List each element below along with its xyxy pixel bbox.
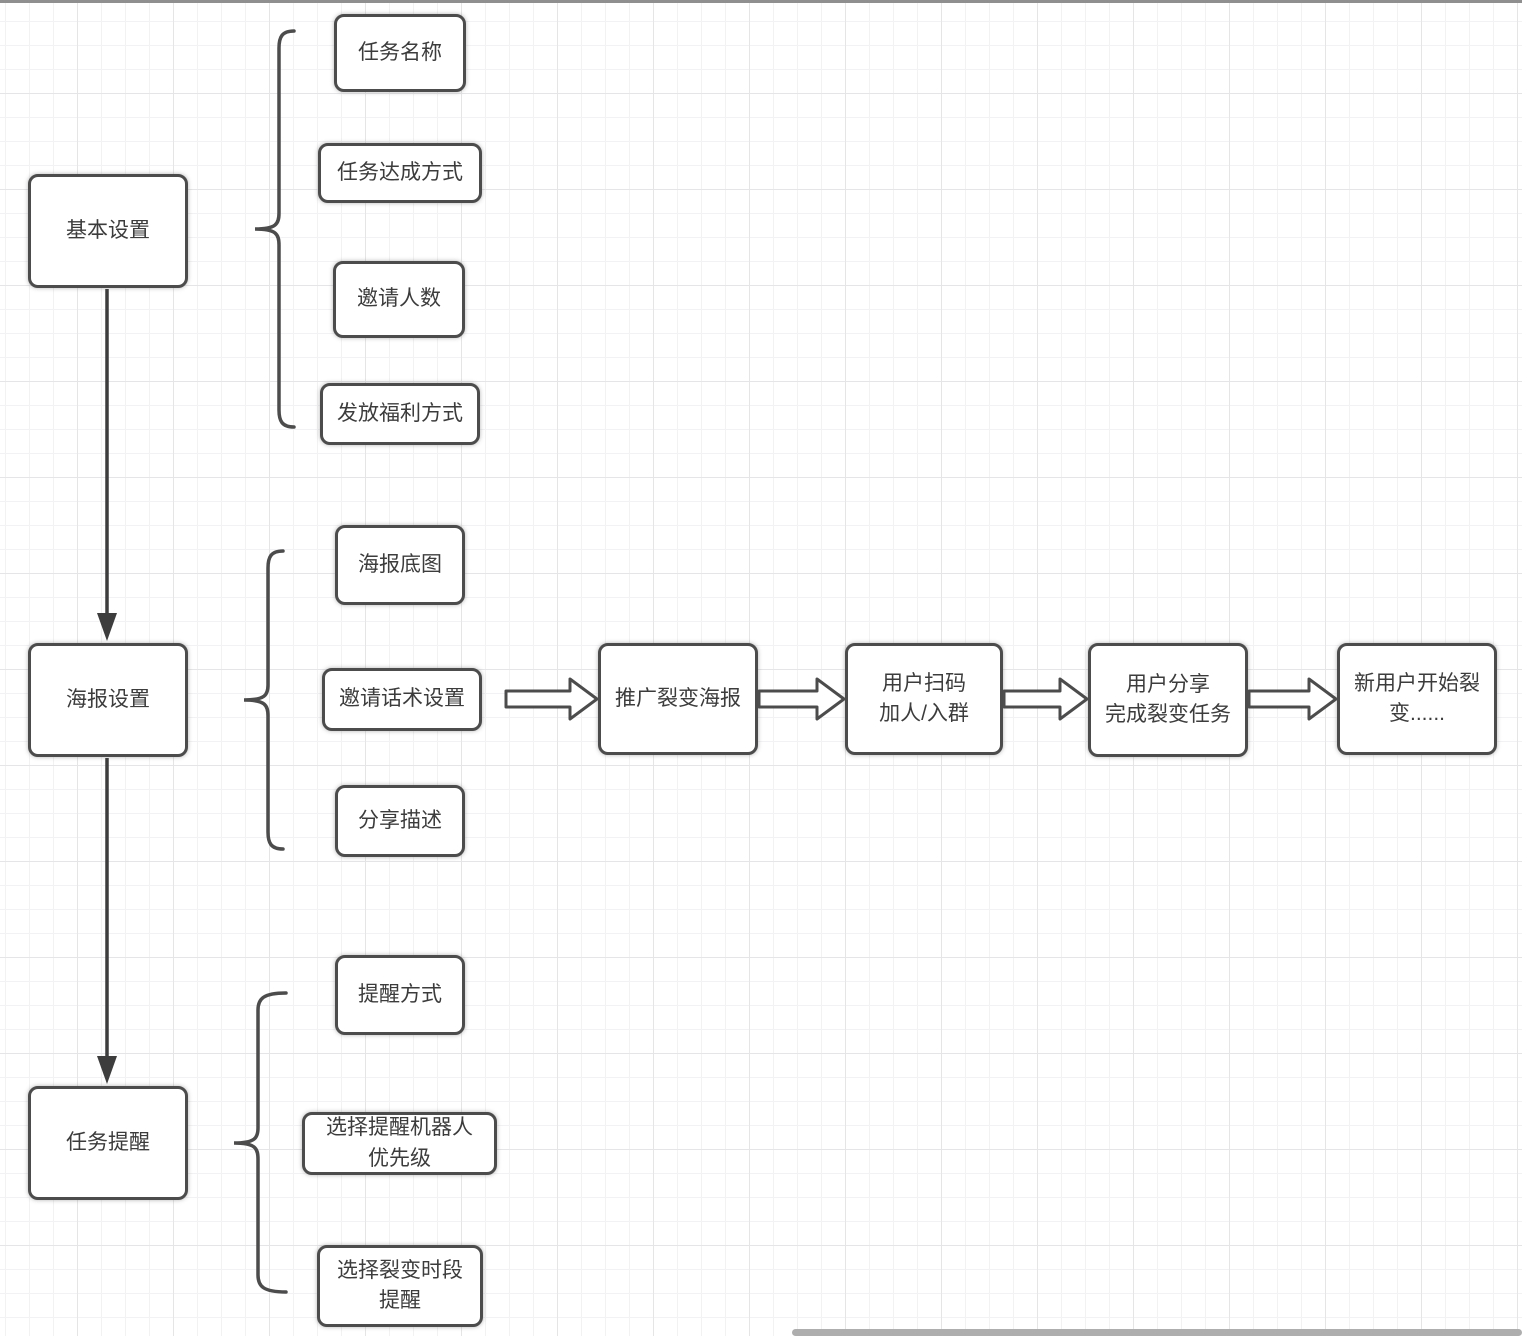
node-promote-fission-poster[interactable]: 推广裂变海报 (598, 643, 758, 755)
down-arrow-poster-to-reminder (97, 758, 117, 1084)
node-task-achieve-method[interactable]: 任务达成方式 (318, 143, 482, 203)
block-arrow-share-to-newuser (1247, 677, 1338, 721)
brace-poster-group (243, 549, 285, 851)
node-invite-count[interactable]: 邀请人数 (333, 261, 465, 338)
block-arrow-scan-to-share (1002, 677, 1089, 721)
node-task-name[interactable]: 任务名称 (334, 14, 466, 92)
node-new-user-start-fission[interactable]: 新用户开始裂 变...... (1337, 643, 1497, 755)
node-reminder-method[interactable]: 提醒方式 (335, 955, 465, 1035)
node-basic-settings[interactable]: 基本设置 (28, 174, 188, 288)
node-user-scan-join[interactable]: 用户扫码 加人/入群 (845, 643, 1003, 755)
node-poster-settings[interactable]: 海报设置 (28, 643, 188, 757)
node-user-share-complete-task[interactable]: 用户分享 完成裂变任务 (1088, 643, 1248, 757)
block-arrow-script-to-poster (504, 677, 599, 721)
node-share-description[interactable]: 分享描述 (335, 785, 465, 857)
node-poster-base-image[interactable]: 海报底图 (335, 525, 465, 605)
canvas-top-edge (0, 0, 1522, 3)
node-reminder-robot-priority[interactable]: 选择提醒机器人 优先级 (302, 1112, 497, 1175)
horizontal-scrollbar[interactable] (792, 1329, 1522, 1336)
node-welfare-method[interactable]: 发放福利方式 (320, 383, 480, 445)
brace-basic-group (254, 29, 296, 429)
brace-reminder-group (233, 991, 288, 1294)
down-arrow-basic-to-poster (97, 289, 117, 641)
node-task-reminder[interactable]: 任务提醒 (28, 1086, 188, 1200)
node-fission-time-reminder[interactable]: 选择裂变时段 提醒 (317, 1245, 483, 1327)
node-invite-script-settings[interactable]: 邀请话术设置 (322, 668, 482, 731)
block-arrow-poster-to-scan (757, 677, 846, 721)
